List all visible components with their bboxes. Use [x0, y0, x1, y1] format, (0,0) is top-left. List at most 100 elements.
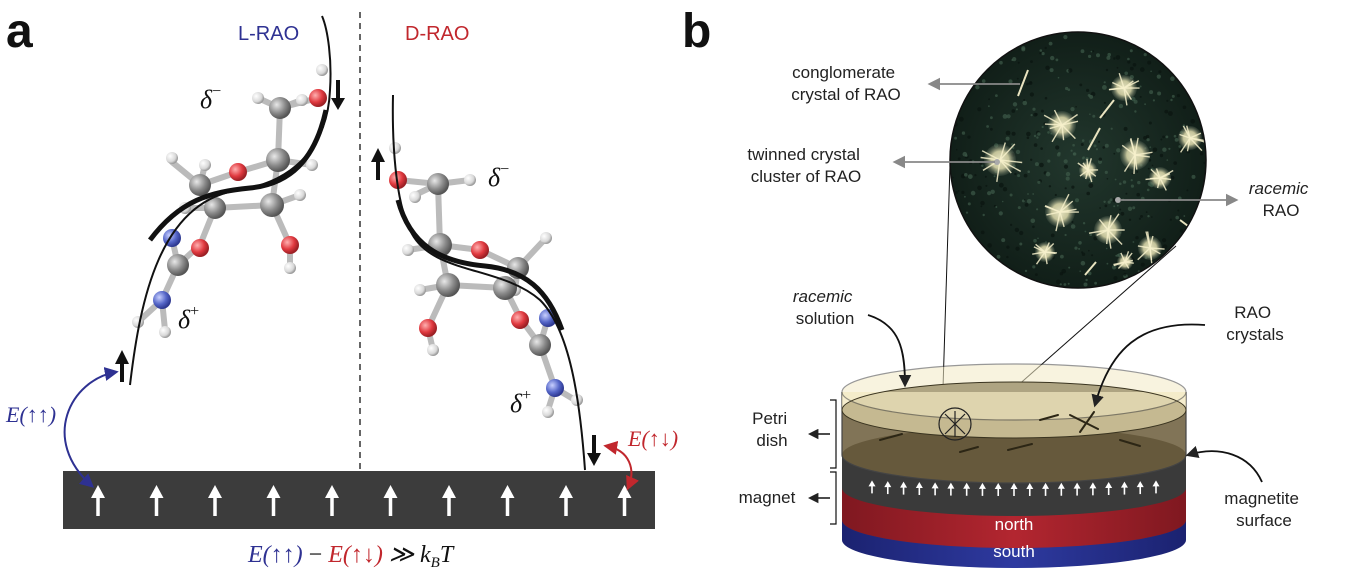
micrograph-speckle — [1023, 173, 1028, 178]
micrograph-speckle — [1015, 149, 1021, 155]
micrograph-speckle — [985, 184, 988, 187]
micrograph-speckle — [1171, 94, 1175, 98]
micrograph-speckle — [1030, 158, 1033, 161]
micrograph-speckle — [961, 131, 966, 135]
micrograph-speckle — [1140, 215, 1143, 218]
micrograph-speckle — [1129, 66, 1134, 71]
micrograph-speckle — [1104, 170, 1108, 174]
micrograph-speckle — [1014, 227, 1020, 233]
crystal-cluster — [1088, 213, 1125, 249]
micrograph-speckle — [1029, 92, 1034, 97]
crystal-cluster — [1108, 72, 1140, 106]
micrograph-speckle — [1015, 246, 1020, 251]
micrograph-speckle — [967, 174, 973, 180]
micrograph-speckle — [1104, 204, 1108, 208]
dish-up-arrow — [931, 482, 939, 496]
micrograph-speckle — [1104, 143, 1109, 148]
panel-a-label: a — [6, 5, 33, 58]
micrograph-speckle — [1183, 215, 1186, 217]
dish-up-arrow — [1073, 482, 1081, 496]
d-rao-orbital-curve — [391, 94, 586, 471]
micrograph-speckle — [1127, 57, 1130, 61]
micrograph-speckle — [1026, 199, 1032, 204]
crystal-cluster — [1077, 158, 1099, 183]
micrograph-speckle — [995, 206, 998, 208]
micrograph-speckle — [1191, 174, 1196, 179]
micrograph-speckle — [1152, 99, 1155, 102]
micrograph-speckle — [1133, 99, 1138, 104]
micrograph-speckle — [1130, 179, 1133, 182]
micrograph-speckle — [1039, 49, 1043, 52]
micrograph-speckle — [1048, 41, 1053, 46]
micrograph-speckle — [982, 213, 985, 217]
micrograph-border — [949, 31, 1207, 289]
magnet-bracket — [830, 471, 837, 525]
micrograph-speckle — [957, 190, 960, 192]
micrograph-speckle — [1030, 60, 1033, 63]
micrograph-speckle — [1092, 50, 1095, 53]
micrograph-speckle — [1070, 149, 1073, 152]
micrograph-speckle — [988, 98, 990, 101]
micrograph-speckle — [974, 174, 977, 177]
micrograph-speckle — [1150, 70, 1152, 73]
micrograph-speckle — [1019, 230, 1024, 236]
d-rao-label: D-RAO — [405, 23, 469, 45]
micrograph-speckle — [996, 254, 1001, 259]
energy-antiparallel-arc — [603, 440, 639, 491]
micrograph-speckle — [1032, 107, 1036, 111]
micrograph-speckle — [1056, 279, 1061, 285]
micrograph-speckle — [1082, 222, 1086, 225]
micrograph-speckle — [1034, 162, 1039, 167]
micrograph-speckle — [1091, 254, 1094, 257]
micrograph-speckle — [1148, 121, 1152, 125]
micrograph-speckle — [1080, 49, 1085, 54]
micrograph-speckle — [1173, 134, 1177, 138]
micrograph-speckle — [1200, 152, 1204, 156]
micrograph-speckle — [1086, 191, 1090, 196]
dish-up-arrow — [915, 482, 923, 496]
crystal-cluster — [1178, 125, 1206, 153]
micrograph-speckle — [1060, 254, 1064, 259]
dish-up-arrow — [1136, 481, 1144, 495]
micrograph-speckle — [1149, 146, 1152, 149]
micrograph-speckle — [1110, 127, 1113, 130]
micrograph-speckle — [1125, 192, 1128, 195]
zoom-region — [938, 407, 972, 441]
micrograph-speckle — [1097, 159, 1103, 164]
micrograph-speckle — [1106, 178, 1109, 180]
micrograph-speckle — [980, 200, 985, 206]
micrograph-speckle — [1041, 52, 1045, 56]
micrograph-speckle — [1123, 126, 1128, 131]
micrograph-speckle — [1134, 110, 1137, 113]
magnet-up-arrow — [442, 485, 456, 516]
micrograph-speckle — [1017, 174, 1021, 178]
micrograph-speckle — [1080, 143, 1084, 146]
spin-arrow-l-top — [331, 80, 345, 110]
micrograph-speckle — [980, 205, 983, 208]
micrograph-speckle — [1122, 180, 1127, 184]
micrograph-speckle — [1072, 143, 1075, 147]
energy-parallel-arc — [63, 367, 119, 488]
micrograph-speckle — [1159, 153, 1164, 158]
micrograph-speckle — [1168, 111, 1173, 116]
micrograph-speckle — [1078, 247, 1081, 250]
micrograph-speckle — [1032, 225, 1035, 229]
micrograph-speckle — [957, 157, 961, 161]
micrograph-speckle — [1068, 68, 1073, 73]
micrograph-speckle — [1080, 260, 1086, 266]
energy-antiparallel-label: E(↑↓) — [627, 426, 678, 451]
micrograph-speckle — [1006, 114, 1011, 119]
micrograph-speckle — [1149, 90, 1154, 95]
micrograph-speckle — [1140, 67, 1145, 72]
l-rao-orbital-thick — [148, 109, 329, 242]
l-rao-delta-plus: δ+ — [178, 303, 199, 334]
micrograph-speckle — [1086, 88, 1090, 92]
micrograph-speckle — [1035, 113, 1038, 116]
micrograph-speckle — [1087, 94, 1091, 97]
micrograph-speckle — [993, 175, 996, 178]
micrograph-speckle — [1131, 172, 1134, 175]
micrograph-speckle — [1103, 101, 1106, 104]
micrograph-speckle — [1048, 185, 1052, 188]
micrograph-speckle — [1102, 85, 1107, 90]
micrograph-speckle — [1011, 59, 1014, 61]
